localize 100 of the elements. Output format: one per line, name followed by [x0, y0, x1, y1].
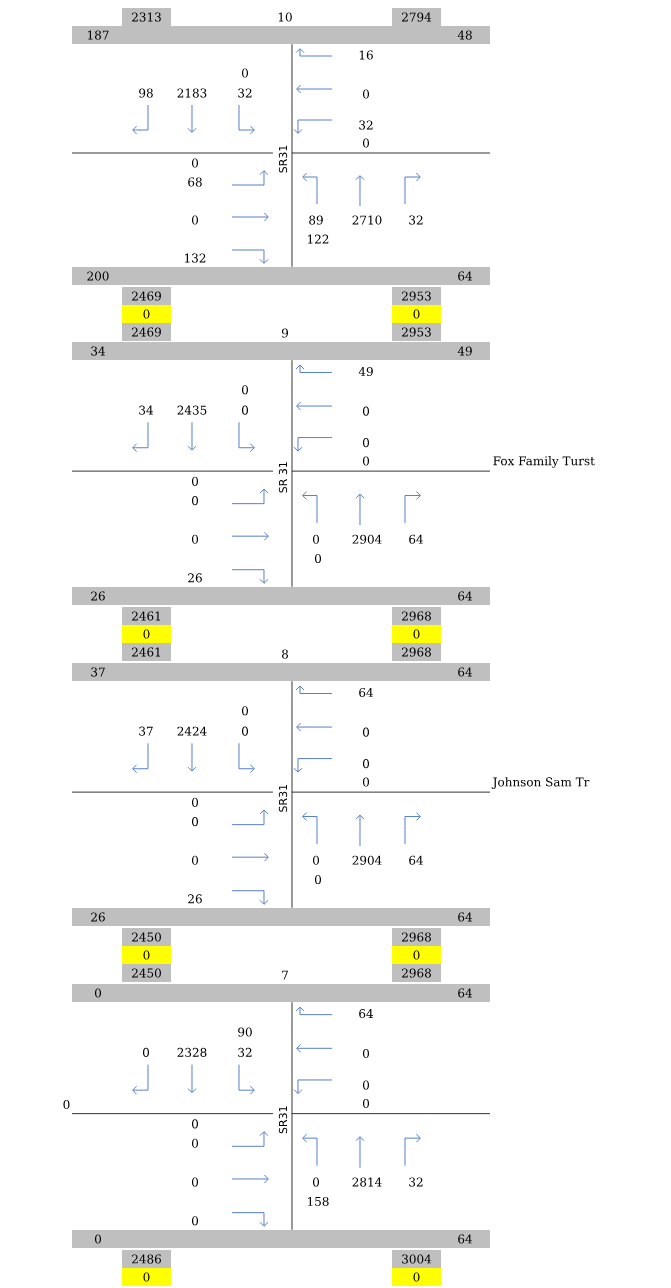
volume-label: 0 [362, 1080, 369, 1090]
road-line [291, 43, 293, 268]
volume-label: 0 [362, 89, 369, 99]
volume-label: 0 [241, 726, 248, 736]
volume-box: 2450 [122, 964, 171, 982]
volume-box: 2968 [392, 643, 441, 661]
property-label: 0 [63, 1099, 70, 1109]
volume-label: 122 [308, 234, 329, 244]
volume-label: 2904 [352, 855, 382, 865]
volume-label: 0 [191, 797, 198, 807]
volume-label: 89 [309, 215, 323, 225]
volume-label: 2435 [177, 405, 207, 415]
road-name: SR31 [278, 145, 288, 173]
volume-label: 26 [188, 573, 202, 583]
volume-label: 2814 [352, 1177, 382, 1187]
volume-label: 0 [142, 1047, 149, 1057]
road-line [291, 1001, 293, 1231]
node-label: 2313 [132, 12, 161, 22]
volume-box: 3004 [392, 1250, 441, 1268]
node-label: 2953 [402, 291, 431, 301]
volume-label: 0 [241, 68, 248, 78]
node-label: 2461 [132, 647, 161, 657]
volume-label: 0 [191, 158, 198, 168]
volume-label: 0 [362, 406, 369, 416]
road-band: 37 64 [72, 663, 490, 681]
volume-label: 90 [238, 1027, 252, 1037]
volume-label: 0 [362, 138, 369, 148]
volume-box: 2953 [392, 287, 441, 305]
volume-label: 32 [359, 120, 373, 130]
volume-box: 0 [122, 305, 171, 323]
volume-box: 2461 [122, 643, 171, 661]
node-label: 2469 [132, 327, 161, 337]
volume-label: 0 [362, 438, 369, 448]
volume-box: 0 [392, 305, 441, 323]
volume-box: 2794 [392, 8, 441, 26]
node-label: 2968 [402, 611, 431, 621]
road-name: SR31 [278, 784, 288, 812]
volume-label: 2183 [177, 88, 207, 98]
volume-label: 0 [312, 534, 319, 544]
volume-label: 0 [191, 496, 198, 506]
volume-label: 0 [191, 1177, 198, 1187]
volume-label: 34 [139, 405, 153, 415]
volume-box: 0 [122, 946, 171, 964]
volume-box: 2450 [122, 928, 171, 946]
node-label: 2794 [402, 12, 432, 22]
volume-label: 64 [409, 534, 423, 544]
volume-box: 2486 [122, 1250, 171, 1268]
volume-label: 0 [312, 855, 319, 865]
volume-label: 2424 [177, 726, 207, 736]
node-label: 2953 [402, 327, 431, 337]
road-name: SR31 [278, 1106, 288, 1134]
road-name: SR 31 [278, 462, 288, 493]
volume-label: 158 [308, 1196, 329, 1206]
road-band: 0 64 [72, 1230, 490, 1248]
volume-label: 0 [191, 1119, 198, 1129]
volume-label: 68 [188, 177, 202, 187]
node-label: 2450 [132, 968, 161, 978]
volume-label: 32 [238, 88, 252, 98]
volume-box: 2469 [122, 287, 171, 305]
volume-label: 32 [409, 1177, 423, 1187]
road-band: 200 64 [72, 267, 490, 285]
volume-label: 2904 [352, 534, 382, 544]
road-line [291, 680, 293, 909]
node-label: 2968 [402, 647, 431, 657]
volume-box: 2461 [122, 607, 171, 625]
volume-label: 64 [409, 855, 423, 865]
node-label: 2469 [132, 291, 161, 301]
volume-label: 0 [362, 759, 369, 769]
road-line [291, 359, 293, 588]
property-label: Johnson Sam Tr [491, 777, 590, 789]
volume-box: 0 [392, 1268, 441, 1286]
volume-label: 0 [191, 817, 198, 827]
volume-label: 2328 [177, 1047, 207, 1057]
volume-box: 0 [392, 625, 441, 643]
volume-label: 37 [139, 726, 153, 736]
volume-label: 0 [362, 727, 369, 737]
volume-label: 0 [362, 1048, 369, 1058]
volume-label: 0 [191, 855, 198, 865]
volume-label: 98 [139, 88, 153, 98]
volume-label: 32 [238, 1047, 252, 1057]
volume-label: 0 [362, 777, 369, 787]
volume-label: 49 [358, 366, 373, 377]
volume-label: 0 [241, 385, 248, 395]
volume-box: 0 [122, 1268, 171, 1286]
volume-label: 32 [409, 215, 423, 225]
volume-label: 132 [185, 253, 206, 263]
volume-box: 2313 [122, 8, 171, 26]
volume-box: 0 [392, 946, 441, 964]
volume-label: 0 [191, 1138, 198, 1148]
volume-label: 0 [314, 875, 321, 885]
volume-label: 0 [362, 456, 369, 466]
node-label: 2968 [402, 932, 431, 942]
node-label: 2450 [132, 932, 161, 942]
volume-label: 0 [312, 1177, 319, 1187]
volume-label: 0 [191, 215, 198, 225]
node-label: 2486 [132, 1254, 162, 1264]
road-band: 26 64 [72, 908, 490, 926]
road-band: 26 64 [72, 587, 490, 605]
volume-box: 2968 [392, 964, 441, 982]
volume-label: 0 [191, 476, 198, 486]
